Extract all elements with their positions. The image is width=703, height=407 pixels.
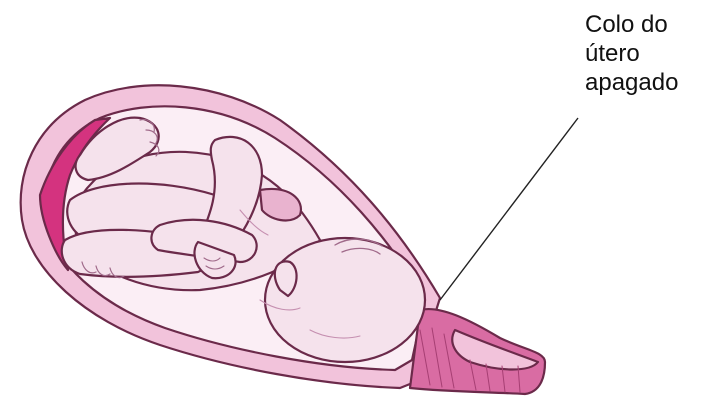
fetus-head xyxy=(265,238,425,362)
callout-pointer-line xyxy=(440,118,578,300)
label-line-3: apagado xyxy=(585,68,700,97)
cervix-effaced-label: Colo do útero apagado xyxy=(585,10,700,97)
label-line-1: Colo do xyxy=(585,10,700,39)
label-line-2: útero xyxy=(585,39,700,68)
